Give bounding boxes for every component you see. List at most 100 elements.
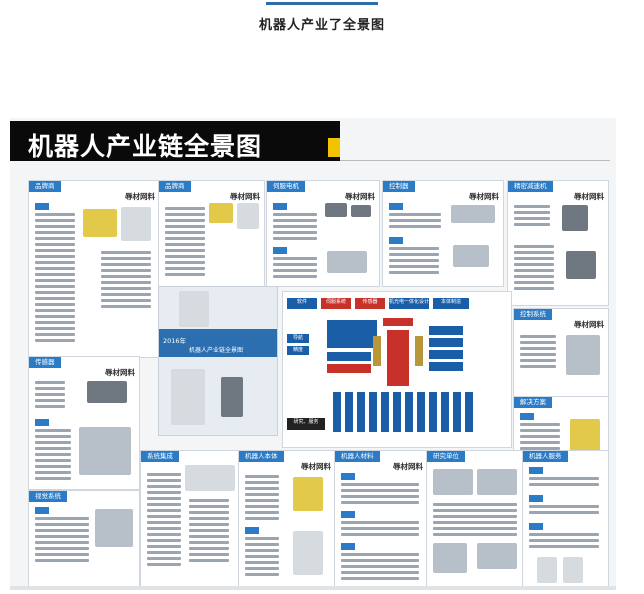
- brand-mark: 辱材网料: [105, 368, 135, 377]
- panel-title: 研究单位: [427, 451, 465, 462]
- brand-mark: 辱材网料: [125, 192, 155, 201]
- campus-image: [433, 543, 467, 573]
- panel-control-system: 控制系统 辱材网料: [513, 308, 609, 398]
- diagram-box: [429, 362, 463, 371]
- motor-image: [351, 205, 371, 217]
- humanoid-image: [237, 203, 259, 229]
- text-list: [35, 517, 89, 565]
- diagram-bar: [429, 392, 437, 432]
- text-list: [389, 213, 441, 231]
- section-tag: [245, 527, 259, 534]
- panel-title: 控制器: [383, 181, 415, 192]
- servo-driver-image: [327, 251, 367, 273]
- gear-reducer-image: [562, 205, 588, 231]
- panel-title: 视觉系统: [29, 491, 67, 502]
- text-list: [529, 505, 599, 517]
- service-robot-image: [563, 557, 583, 583]
- brand-mark: 辱材网料: [230, 192, 260, 201]
- panel-robot-services: 机器人服务: [522, 450, 609, 588]
- diagram-bar: [369, 392, 377, 432]
- panel-research: 研究单位: [426, 450, 524, 588]
- section-tag: [389, 203, 403, 210]
- article-heading: 机器人产业了全景图: [258, 18, 385, 33]
- panel-title: 控制系统: [514, 309, 552, 320]
- section-tag: [520, 413, 534, 420]
- panel-robot-body: 机器人本体 辱材网料: [238, 450, 336, 588]
- section-tag: [273, 203, 287, 210]
- text-list: [245, 475, 279, 523]
- text-list: [514, 205, 550, 229]
- campus-image: [433, 469, 473, 495]
- industry-chain-diagram: 软件 伺服系统 传感器 机光电一体化设计 本体制造 导航 精度 研究、服务: [282, 291, 512, 448]
- diagram-box: [327, 352, 371, 361]
- panel-title: 机器人材料: [335, 451, 380, 462]
- robot-arm-image: [293, 477, 323, 511]
- brand-mark: 辱材网料: [345, 192, 375, 201]
- banner-rule: [340, 160, 610, 161]
- brand-mark: 辱材网料: [574, 320, 604, 329]
- sensor-collection-image: [79, 427, 131, 475]
- poster-title: 机器人产业链全景图: [28, 132, 263, 161]
- text-list: [273, 257, 317, 281]
- panel-title: 解决方案: [514, 397, 552, 408]
- section-tag: [35, 203, 49, 210]
- diagram-bar: [441, 392, 449, 432]
- section-tag: [389, 237, 403, 244]
- cover-year: 2016年: [163, 337, 187, 345]
- diagram-bar: [393, 392, 401, 432]
- text-list: [341, 521, 419, 539]
- robot-arm-image: [83, 209, 117, 237]
- sensor-image: [87, 381, 127, 403]
- motor-image: [325, 203, 347, 217]
- section-tag: [529, 495, 543, 502]
- panel-title: 机器人本体: [239, 451, 284, 462]
- diagram-box: [429, 326, 463, 335]
- section-tag: [529, 467, 543, 474]
- robot-arm-image: [293, 531, 323, 575]
- diagram-bar: [381, 392, 389, 432]
- diagram-box: [327, 320, 377, 348]
- section-tag: [35, 507, 49, 514]
- brand-mark: 辱材网料: [469, 192, 499, 201]
- section-tag: [529, 523, 543, 530]
- diagram-box: [415, 336, 423, 366]
- cover-band: [159, 329, 277, 357]
- control-panel-image: [566, 335, 600, 375]
- panel-brands-right: 品牌商 辱材网料: [158, 180, 265, 287]
- panel-title: 机器人服务: [523, 451, 568, 462]
- robot-figure: [221, 377, 243, 417]
- robot-figure: [179, 291, 209, 327]
- panel-title: 品牌商: [29, 181, 61, 192]
- robot-figure: [171, 369, 205, 425]
- campus-image: [477, 469, 517, 495]
- panel-vision: 视觉系统: [28, 490, 140, 588]
- brand-mark: 辱材网料: [574, 192, 604, 201]
- text-list: [35, 213, 75, 345]
- text-list: [341, 483, 419, 507]
- robot-arm-image: [209, 203, 233, 223]
- text-list: [35, 429, 71, 483]
- header-accent-line: [266, 2, 378, 5]
- text-list: [189, 499, 229, 565]
- text-list: [520, 335, 556, 371]
- diagram-bar: [417, 392, 425, 432]
- panel-reducer: 精密减速机 辱材网料: [507, 180, 609, 306]
- panel-title: 品牌商: [159, 181, 191, 192]
- text-list: [165, 207, 205, 279]
- integration-image: [185, 465, 235, 491]
- panel-robot-materials: 机器人材料 辱材网料: [334, 450, 428, 588]
- section-tag: [341, 511, 355, 518]
- panel-title: 伺服电机: [267, 181, 305, 192]
- diagram-box: 伺服系统: [321, 298, 351, 309]
- poster-footer: [10, 586, 616, 590]
- text-list: [529, 533, 599, 551]
- diagram-box: 本体制造: [433, 298, 469, 309]
- section-tag: [273, 247, 287, 254]
- diagram-box: [373, 336, 381, 366]
- diagram-label: 研究、服务: [287, 418, 325, 430]
- diagram-bar: [453, 392, 461, 432]
- brand-mark: 辱材网料: [393, 462, 423, 471]
- diagram-box: [429, 350, 463, 359]
- gear-reducer-image: [566, 251, 596, 279]
- panel-brands-left: 品牌商 辱材网料: [28, 180, 160, 358]
